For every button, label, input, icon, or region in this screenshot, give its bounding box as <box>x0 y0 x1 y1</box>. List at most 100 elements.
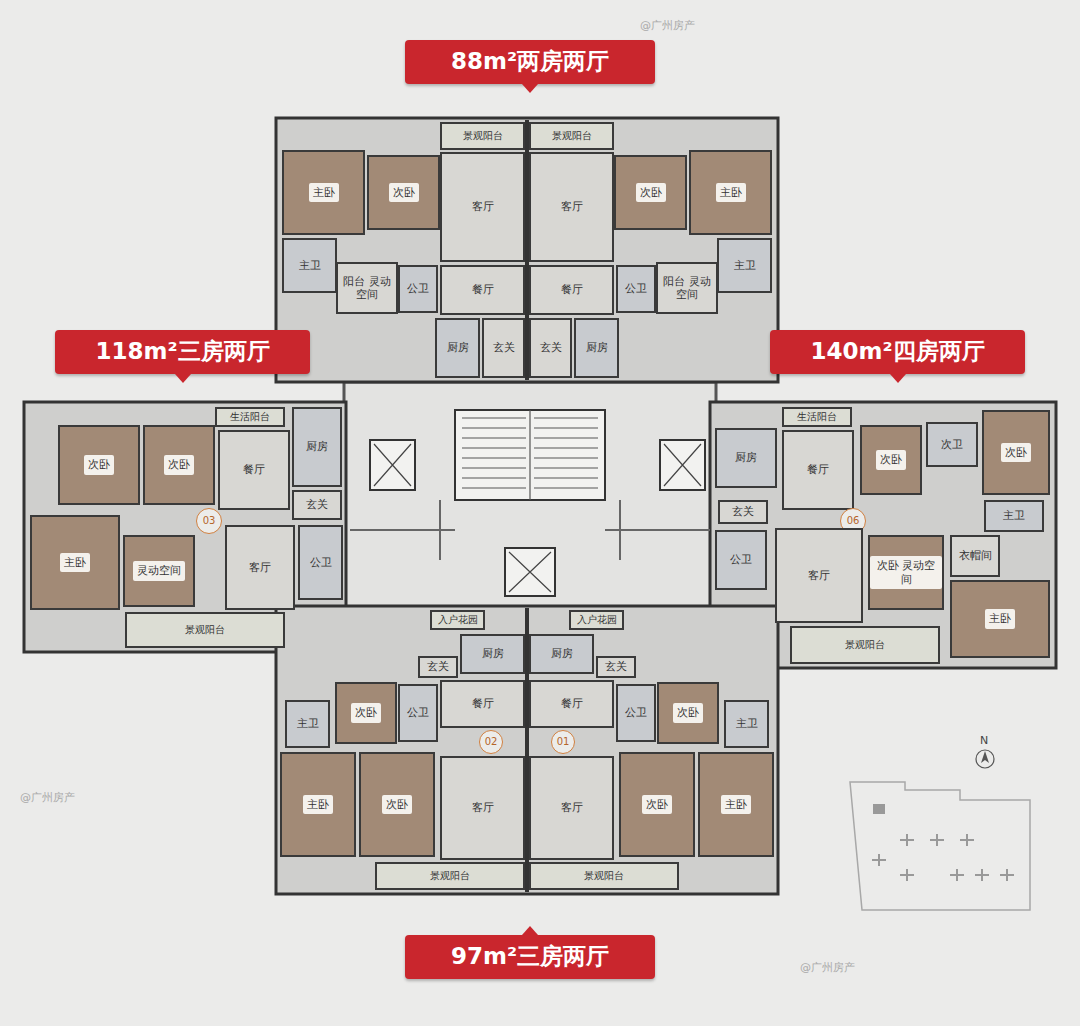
unit-type-banner: 118m²三房两厅 <box>55 330 310 374</box>
room-name: 客厅 <box>472 200 494 213</box>
room-name: 玄关 <box>427 660 449 673</box>
bedroom: 主卧 <box>280 752 356 857</box>
balcony: 景观阳台 <box>375 862 525 890</box>
bedroom: 次卧 灵动空间 <box>868 535 944 610</box>
elevator-cross <box>374 444 411 486</box>
room: 阳台 灵动空间 <box>336 262 398 314</box>
room: 玄关 <box>596 656 636 678</box>
room-name: 衣帽间 <box>959 549 992 562</box>
bedroom: 次卧 <box>860 425 922 495</box>
wet-room: 主卫 <box>984 500 1044 532</box>
room-name: 次卧 <box>84 455 114 474</box>
room-name: 次卧 <box>876 450 906 469</box>
wet-room: 公卫 <box>298 525 343 600</box>
bedroom: 次卧 <box>614 155 687 230</box>
wet-room: 公卫 <box>616 265 656 313</box>
room-name: 主卧 <box>309 183 339 202</box>
room-name: 厨房 <box>482 647 504 660</box>
room: 餐厅 <box>440 265 525 315</box>
room: 餐厅 <box>218 430 290 510</box>
room-name: 次卧 <box>673 703 703 722</box>
wet-room: 厨房 <box>574 318 619 378</box>
room: 玄关 <box>718 500 768 524</box>
room-name: 入户花园 <box>577 614 617 626</box>
unit-number-text: 02 <box>485 736 498 748</box>
room-name: 玄关 <box>540 341 562 354</box>
room-name: 主卫 <box>736 717 758 730</box>
bedroom: 主卧 <box>282 150 365 235</box>
stair-treads <box>462 410 598 500</box>
wet-room: 公卫 <box>398 684 438 742</box>
wet-room: 主卫 <box>282 238 337 293</box>
room: 餐厅 <box>529 680 614 728</box>
unit-number: 02 <box>479 730 503 754</box>
room-name: 次卫 <box>941 438 963 451</box>
room-name: 主卫 <box>297 717 319 730</box>
watermark: @广州房产 <box>800 960 855 975</box>
wet-room: 公卫 <box>616 684 656 742</box>
unit-number-text: 03 <box>203 515 216 527</box>
room-name: 次卧 <box>382 795 412 814</box>
room-name: 厨房 <box>306 440 328 453</box>
room: 客厅 <box>529 756 614 860</box>
balcony: 生活阳台 <box>215 407 285 427</box>
banner-title: 97m²三房两厅 <box>451 943 609 971</box>
unit-number: 03 <box>196 508 222 534</box>
wet-room: 公卫 <box>715 530 767 590</box>
bedroom: 次卧 <box>359 752 435 857</box>
bedroom: 次卧 <box>335 682 397 744</box>
elevator-shaft <box>505 548 555 596</box>
bedroom: 次卧 <box>982 410 1050 495</box>
balcony: 景观阳台 <box>529 122 614 150</box>
room-name: 厨房 <box>551 647 573 660</box>
unit-outline <box>276 606 778 894</box>
room-name: 客厅 <box>472 801 494 814</box>
room: 玄关 <box>418 656 458 678</box>
elevator-cross <box>664 444 701 486</box>
watermark: @广州房产 <box>640 18 695 33</box>
wet-room: 主卫 <box>717 238 772 293</box>
room-name: 客厅 <box>561 801 583 814</box>
room-name: 阳台 灵动空间 <box>338 275 396 301</box>
banner-title: 118m²三房两厅 <box>95 338 269 366</box>
room-name: 客厅 <box>808 569 830 582</box>
room-name: 餐厅 <box>561 697 583 710</box>
room: 玄关 <box>529 318 572 378</box>
room: 客厅 <box>775 528 863 623</box>
room-name: 玄关 <box>493 341 515 354</box>
room-name: 客厅 <box>249 561 271 574</box>
bedroom: 次卧 <box>657 682 719 744</box>
bedroom: 次卧 <box>367 155 440 230</box>
room-name: 厨房 <box>447 341 469 354</box>
balcony: 景观阳台 <box>125 612 285 648</box>
elevator-cross <box>509 552 551 592</box>
balcony: 入户花园 <box>569 610 624 630</box>
balcony: 景观阳台 <box>529 862 679 890</box>
room-name: 餐厅 <box>807 463 829 476</box>
room-name: 主卧 <box>303 795 333 814</box>
room-name: 主卫 <box>1003 509 1025 522</box>
room-name: 次卧 <box>389 183 419 202</box>
unit-number-text: 06 <box>847 515 860 527</box>
room-name: 餐厅 <box>243 463 265 476</box>
bedroom: 次卧 <box>58 425 140 505</box>
room-name: 公卫 <box>730 553 752 566</box>
room: 客厅 <box>440 152 525 262</box>
site-plan-buildings <box>872 834 1014 881</box>
balcony: 生活阳台 <box>782 407 852 427</box>
room: 玄关 <box>292 490 342 520</box>
wet-room: 厨房 <box>292 407 342 487</box>
unit-number: 01 <box>551 730 575 754</box>
wet-room: 主卫 <box>285 700 330 748</box>
room-name: 公卫 <box>407 706 429 719</box>
room: 餐厅 <box>529 265 614 315</box>
room: 餐厅 <box>782 430 854 510</box>
wet-room: 主卫 <box>724 700 769 748</box>
room-name: 生活阳台 <box>230 411 270 423</box>
bedroom: 主卧 <box>698 752 774 857</box>
balcony: 景观阳台 <box>440 122 525 150</box>
room-name: 餐厅 <box>472 697 494 710</box>
room: 阳台 灵动空间 <box>656 262 718 314</box>
wet-room: 次卫 <box>926 422 978 467</box>
room-name: 公卫 <box>625 282 647 295</box>
